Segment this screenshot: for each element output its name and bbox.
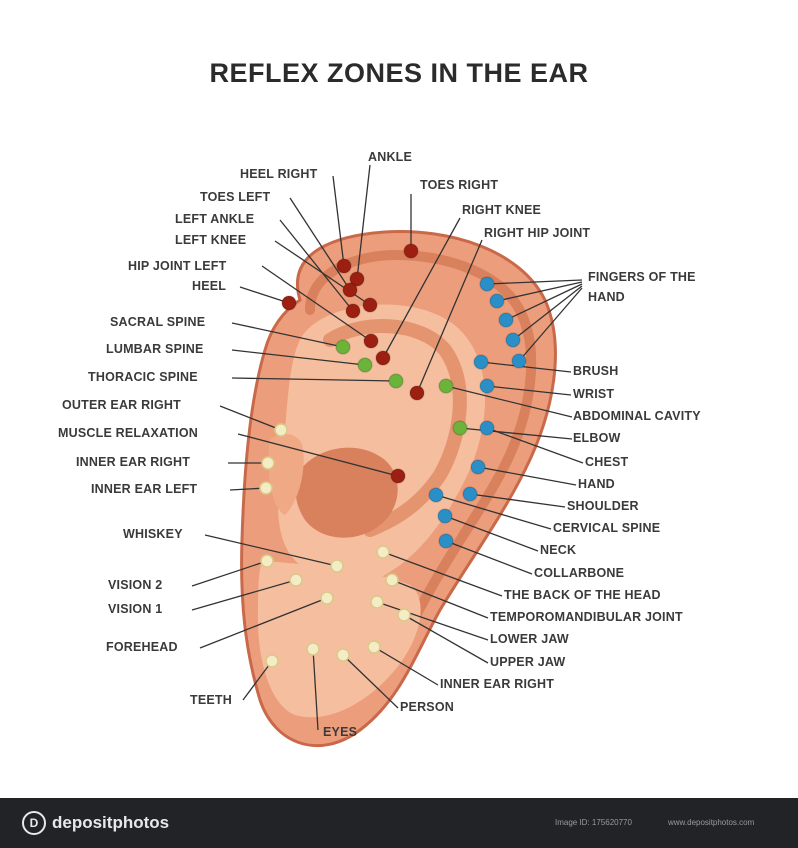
point-toes-right bbox=[404, 244, 418, 258]
label-teeth: TEETH bbox=[190, 693, 232, 707]
point-elbow bbox=[453, 421, 467, 435]
label-fingers-of-the-hand: FINGERS OF THE HAND bbox=[588, 267, 698, 307]
point-whiskey bbox=[331, 560, 343, 572]
label-lumbar-spine: LUMBAR SPINE bbox=[106, 342, 204, 356]
point-wrist bbox=[480, 379, 494, 393]
label-vision-2: VISION 2 bbox=[108, 578, 162, 592]
label-inner-ear-right-lobe: INNER EAR RIGHT bbox=[440, 677, 554, 691]
point-left-ankle bbox=[346, 304, 360, 318]
label-neck: NECK bbox=[540, 543, 576, 557]
label-forehead: FOREHEAD bbox=[106, 640, 178, 654]
point-back-of-head bbox=[377, 546, 389, 558]
point-inner-ear-left bbox=[260, 482, 272, 494]
label-temporomandibular-joint: TEMPOROMANDIBULAR JOINT bbox=[490, 610, 683, 624]
label-cervical-spine: CERVICAL SPINE bbox=[553, 521, 660, 535]
label-abdominal-cavity: ABDOMINAL CAVITY bbox=[573, 409, 701, 423]
label-person: PERSON bbox=[400, 700, 454, 714]
label-eyes: EYES bbox=[323, 725, 357, 739]
point-right-knee bbox=[376, 351, 390, 365]
point-neck bbox=[438, 509, 452, 523]
label-hand: HAND bbox=[578, 477, 615, 491]
label-outer-ear-right: OUTER EAR RIGHT bbox=[62, 398, 181, 412]
point-fingers-5 bbox=[512, 354, 526, 368]
point-fingers-4 bbox=[506, 333, 520, 347]
point-right-hip-joint bbox=[410, 386, 424, 400]
point-inner-ear-right-lobe bbox=[368, 641, 380, 653]
label-left-ankle: LEFT ANKLE bbox=[175, 212, 254, 226]
label-heel-right: HEEL RIGHT bbox=[240, 167, 317, 181]
point-heel bbox=[282, 296, 296, 310]
label-ankle: ANKLE bbox=[368, 150, 412, 164]
point-temporomandibular bbox=[386, 574, 398, 586]
label-vision-1: VISION 1 bbox=[108, 602, 162, 616]
label-wrist: WRIST bbox=[573, 387, 614, 401]
label-inner-ear-left: INNER EAR LEFT bbox=[91, 482, 197, 496]
brand-name: depositphotos bbox=[52, 813, 169, 833]
point-fingers-1 bbox=[480, 277, 494, 291]
diagram-title: REFLEX ZONES IN THE EAR bbox=[0, 58, 798, 89]
point-outer-ear-right bbox=[275, 424, 287, 436]
label-lower-jaw: LOWER JAW bbox=[490, 632, 569, 646]
point-thoracic-spine bbox=[389, 374, 403, 388]
label-hip-joint-left: HIP JOINT LEFT bbox=[128, 259, 226, 273]
point-lumbar-spine bbox=[358, 358, 372, 372]
label-collarbone: COLLARBONE bbox=[534, 566, 624, 580]
point-teeth bbox=[266, 655, 278, 667]
point-shoulder bbox=[463, 487, 477, 501]
depositphotos-logo-icon: D bbox=[22, 811, 46, 835]
label-heel: HEEL bbox=[192, 279, 226, 293]
label-left-knee: LEFT KNEE bbox=[175, 233, 246, 247]
label-muscle-relaxation: MUSCLE RELAXATION bbox=[58, 426, 198, 440]
point-vision-2 bbox=[261, 555, 273, 567]
point-eyes bbox=[307, 643, 319, 655]
footer-url: www.depositphotos.com bbox=[668, 818, 754, 827]
label-whiskey: WHISKEY bbox=[123, 527, 183, 541]
point-lower-jaw bbox=[371, 596, 383, 608]
point-hip-joint-left bbox=[364, 334, 378, 348]
point-muscle-relaxation bbox=[391, 469, 405, 483]
label-brush: BRUSH bbox=[573, 364, 618, 378]
point-inner-ear-right bbox=[262, 457, 274, 469]
point-collarbone bbox=[439, 534, 453, 548]
point-heel-right bbox=[337, 259, 351, 273]
label-sacral-spine: SACRAL SPINE bbox=[110, 315, 205, 329]
footer-image-id: Image ID: 175620770 bbox=[555, 818, 632, 827]
label-right-hip-joint: RIGHT HIP JOINT bbox=[484, 226, 590, 240]
point-toes-left bbox=[343, 283, 357, 297]
label-elbow: ELBOW bbox=[573, 431, 621, 445]
label-thoracic-spine: THORACIC SPINE bbox=[88, 370, 198, 384]
label-right-knee: RIGHT KNEE bbox=[462, 203, 541, 217]
label-the-back-of-the-head: THE BACK OF THE HEAD bbox=[504, 588, 661, 602]
point-forehead bbox=[321, 592, 333, 604]
point-vision-1 bbox=[290, 574, 302, 586]
label-upper-jaw: UPPER JAW bbox=[490, 655, 565, 669]
label-inner-ear-right: INNER EAR RIGHT bbox=[76, 455, 190, 469]
point-chest bbox=[480, 421, 494, 435]
point-left-knee bbox=[363, 298, 377, 312]
point-hand bbox=[471, 460, 485, 474]
point-sacral-spine bbox=[336, 340, 350, 354]
point-cervical-spine bbox=[429, 488, 443, 502]
point-brush bbox=[474, 355, 488, 369]
label-chest: CHEST bbox=[585, 455, 628, 469]
label-toes-right: TOES RIGHT bbox=[420, 178, 498, 192]
point-upper-jaw bbox=[398, 609, 410, 621]
point-fingers-2 bbox=[490, 294, 504, 308]
label-toes-left: TOES LEFT bbox=[200, 190, 270, 204]
point-person bbox=[337, 649, 349, 661]
point-abdominal-cavity bbox=[439, 379, 453, 393]
footer-brand: D depositphotos bbox=[22, 808, 169, 838]
label-shoulder: SHOULDER bbox=[567, 499, 639, 513]
point-fingers-3 bbox=[499, 313, 513, 327]
